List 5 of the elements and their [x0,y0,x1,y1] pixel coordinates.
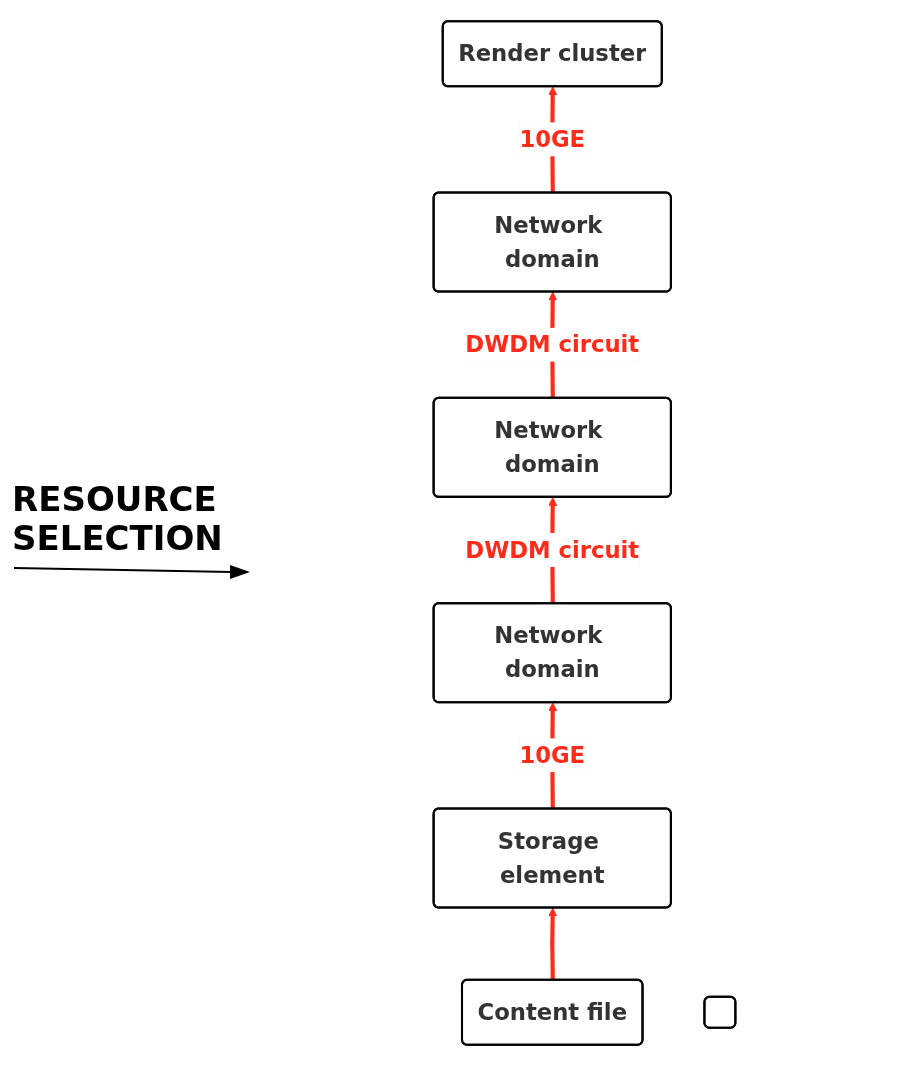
edge-label: DWDM circuit [465,331,640,358]
heading-label: RESOURCE SELECTION [12,479,224,559]
edge-label: 10GE [519,742,586,769]
edge-label: 10GE [519,126,586,153]
edge-label: DWDM circuit [465,537,640,563]
